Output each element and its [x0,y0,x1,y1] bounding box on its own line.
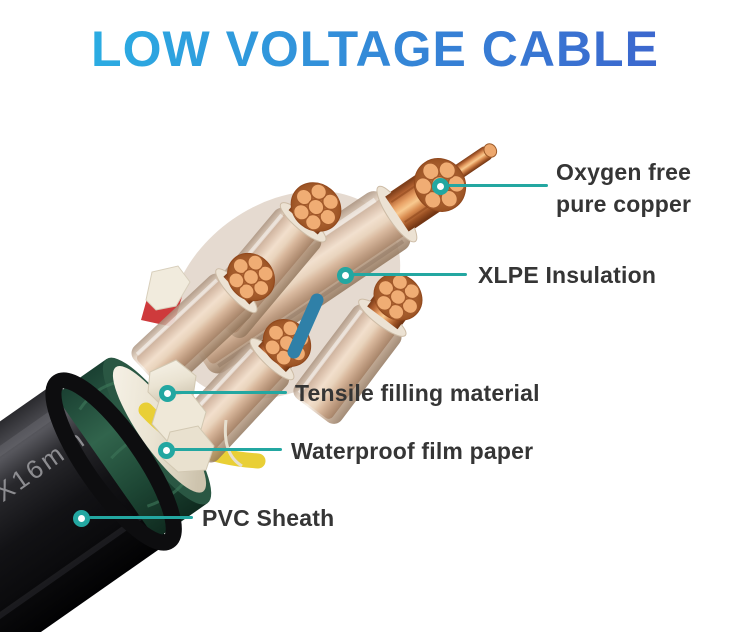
callout-label-oxygen-free-copper: Oxygen free pure copper [556,159,692,217]
callout-line-pvc-sheath [89,516,193,519]
callout-line-oxygen-free-copper [448,184,548,187]
callout-label-waterproof-film: Waterproof film paper [291,438,534,464]
conductor-middle-left [131,252,275,391]
callout-line-xlpe-insulation [353,273,467,276]
callout-marker-pvc-sheath [73,510,90,527]
tensile-filling-shape [147,359,215,473]
page-title: LOW VOLTAGE CABLE [91,21,659,77]
copper-strand-face [228,254,274,300]
callout-line-tensile-filling [175,391,287,394]
callout-marker-waterproof-film [158,442,175,459]
conductor-bottom-middle [173,319,312,463]
copper-strand-face [414,161,466,209]
blue-core-accent [287,293,324,359]
callout-label-pvc-sheath: PVC Sheath [202,505,335,531]
callout-label-xlpe-insulation: XLPE Insulation [478,262,657,288]
callout-marker-xlpe-insulation [337,267,354,284]
copper-strand-face [375,273,421,321]
callout-line-waterproof-film [174,448,282,451]
title-bar: LOW VOLTAGE CABLE [0,20,750,78]
conductor-bottom-right [293,273,423,424]
callout-marker-oxygen-free-copper [432,178,449,195]
copper-strand-face [292,183,340,231]
filler-fiber-top [145,265,191,311]
callout-marker-tensile-filling [159,385,176,402]
callout-label-tensile-filling: Tensile filling material [295,380,540,406]
